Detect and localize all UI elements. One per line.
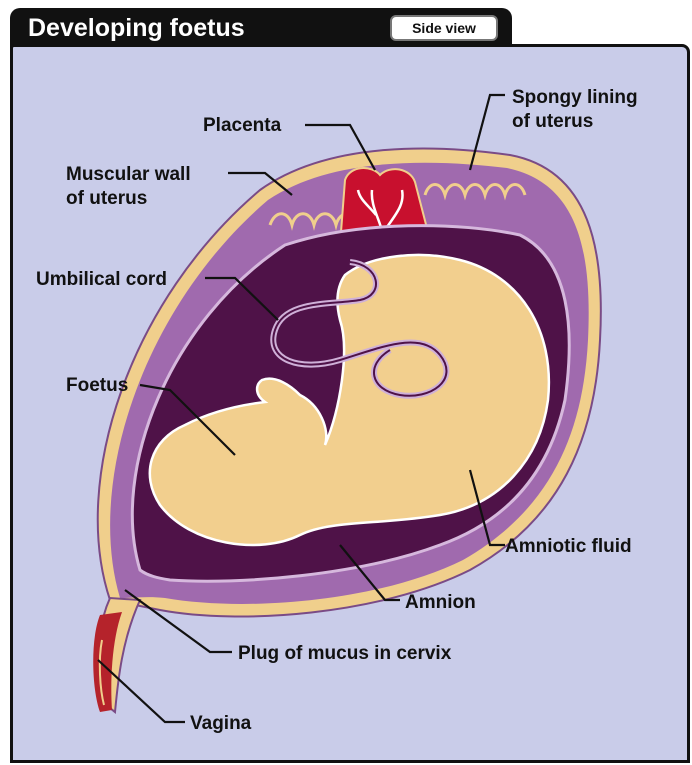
label-muscular-wall-2: of uterus <box>66 188 147 209</box>
label-vagina: Vagina <box>190 713 252 734</box>
label-amniotic-fluid: Amniotic fluid <box>505 536 632 557</box>
label-amnion: Amnion <box>405 592 476 613</box>
label-foetus: Foetus <box>66 375 128 396</box>
label-spongy-lining-2: of uterus <box>512 111 593 132</box>
label-plug-of-mucus: Plug of mucus in cervix <box>238 643 452 664</box>
label-muscular-wall-1: Muscular wall <box>66 164 191 185</box>
label-umbilical-cord: Umbilical cord <box>36 269 167 290</box>
label-placenta: Placenta <box>203 115 282 136</box>
label-spongy-lining-1: Spongy lining <box>512 87 638 108</box>
